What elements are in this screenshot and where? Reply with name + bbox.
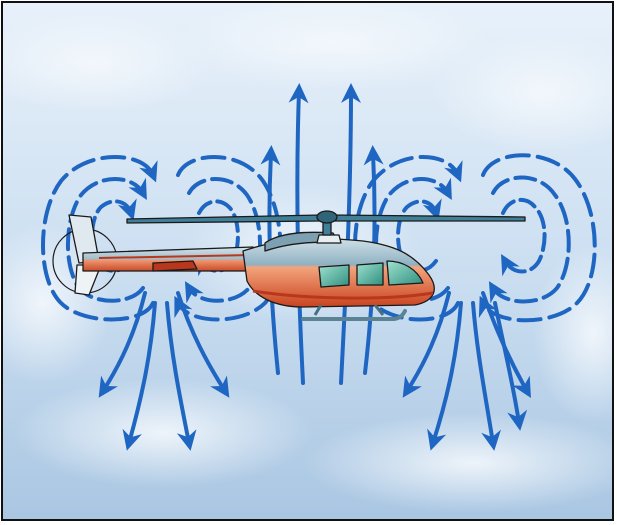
vortex-diagram (3, 3, 614, 521)
